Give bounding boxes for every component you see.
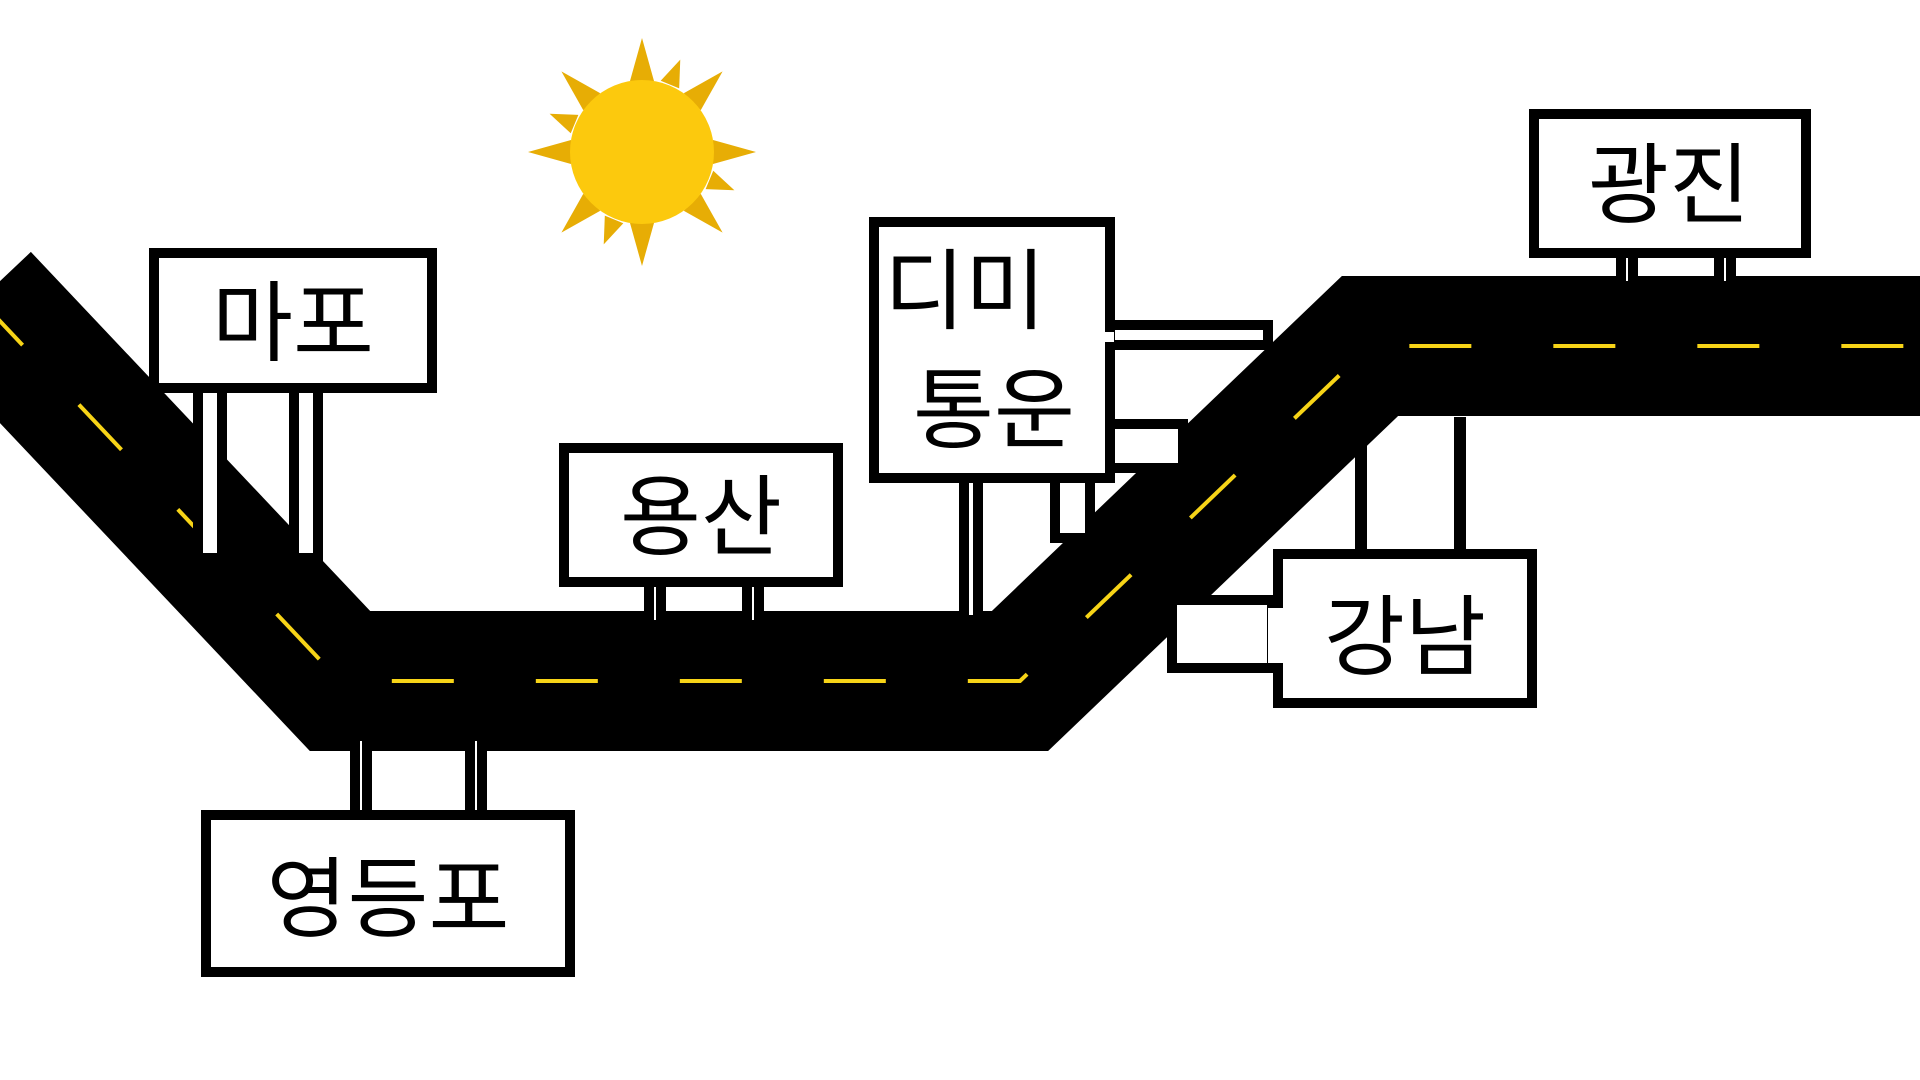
sign-label-yeongdeungpo: 영등포	[267, 848, 510, 951]
sign-board	[201, 810, 575, 977]
sign-board	[149, 248, 437, 393]
sign-board	[869, 217, 1115, 483]
sign-label-dimi-line1: 디미	[884, 240, 1046, 343]
sign-board	[1273, 549, 1537, 708]
sign-label-gwangjin: 광진	[1588, 134, 1750, 237]
sign-label-dimi-line2: 통운	[913, 359, 1075, 462]
sign-gangnam: 강남	[1167, 417, 1537, 708]
sign-mapo: 마포	[149, 248, 437, 563]
sign-board	[1529, 109, 1811, 258]
sign-dimi: 디미 통운	[869, 217, 1273, 625]
sign-label-mapo: 마포	[212, 272, 374, 375]
sign-yongsan: 용산	[559, 443, 843, 630]
sun-icon	[528, 38, 756, 266]
sign-yeongdeungpo: 영등포	[201, 731, 575, 977]
sign-board	[559, 443, 843, 587]
sign-label-yongsan: 용산	[620, 466, 782, 569]
sun-rays	[528, 38, 756, 266]
sun-disc	[570, 80, 714, 224]
sign-gwangjin: 광진	[1529, 109, 1811, 291]
sign-label-gangnam: 강남	[1324, 586, 1486, 689]
